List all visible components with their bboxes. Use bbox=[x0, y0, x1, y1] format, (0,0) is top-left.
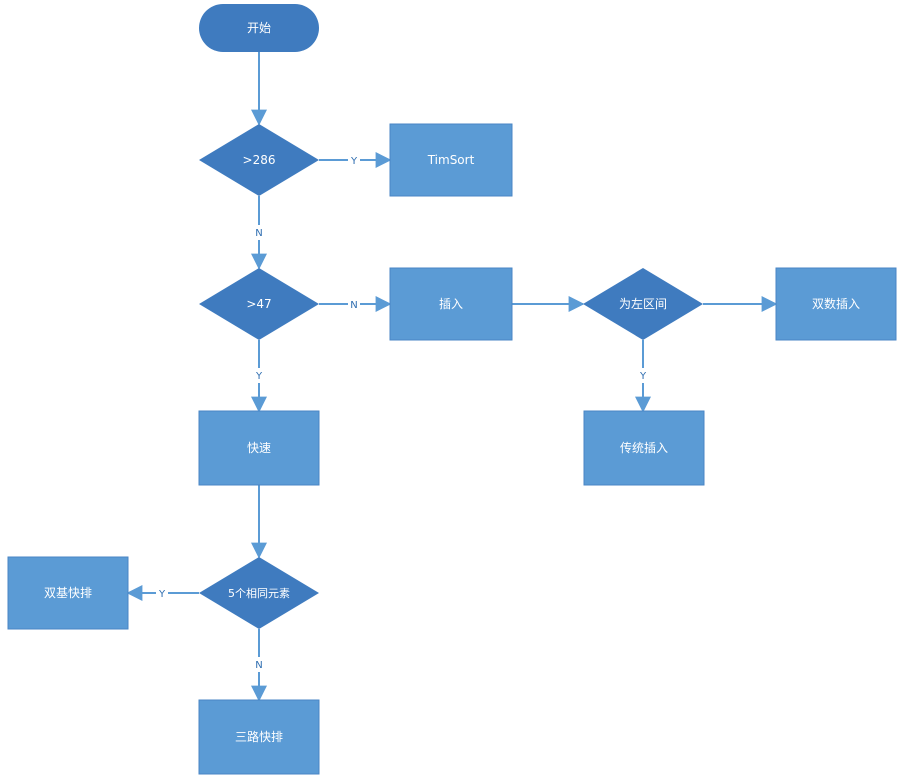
edges bbox=[126, 52, 778, 702]
decision-286-label: >286 bbox=[243, 153, 276, 167]
timsort-label: TimSort bbox=[427, 153, 475, 167]
decision-47: >47 bbox=[199, 268, 319, 340]
nodes: 开始 >286 TimSort >47 插入 为左区间 bbox=[7, 4, 897, 775]
three-way-label: 三路快排 bbox=[235, 729, 283, 744]
pair-insertion-node: 双数插入 bbox=[775, 267, 897, 341]
edge-label-five-equal-n: N bbox=[255, 660, 262, 671]
insertion-node: 插入 bbox=[389, 267, 513, 341]
start-node: 开始 bbox=[199, 4, 319, 52]
traditional-insertion-node: 传统插入 bbox=[583, 410, 705, 486]
edge-label-left-interval-y: Y bbox=[639, 371, 647, 382]
pair-insertion-label: 双数插入 bbox=[812, 296, 860, 311]
decision-47-label: >47 bbox=[246, 297, 271, 311]
decision-left-interval-label: 为左区间 bbox=[619, 296, 667, 311]
edge-label-cond286-n: N bbox=[255, 228, 262, 239]
three-way-node: 三路快排 bbox=[198, 699, 320, 775]
traditional-insertion-label: 传统插入 bbox=[620, 440, 668, 455]
insertion-label: 插入 bbox=[439, 297, 463, 311]
edge-labels: Y N N Y Y Y N bbox=[156, 152, 649, 672]
quick-label: 快速 bbox=[247, 441, 271, 455]
start-label: 开始 bbox=[247, 21, 271, 35]
edge-label-cond47-y: Y bbox=[255, 371, 263, 382]
edge-label-cond286-y: Y bbox=[350, 156, 358, 167]
decision-left-interval: 为左区间 bbox=[583, 268, 703, 340]
decision-five-equal-label: 5个相同元素 bbox=[228, 587, 290, 600]
decision-five-equal: 5个相同元素 bbox=[199, 557, 319, 629]
timsort-node: TimSort bbox=[389, 123, 513, 197]
edge-label-five-equal-y: Y bbox=[158, 589, 166, 600]
dual-pivot-label: 双基快排 bbox=[44, 586, 92, 600]
dual-pivot-node: 双基快排 bbox=[7, 556, 129, 630]
edge-label-cond47-n: N bbox=[350, 300, 357, 311]
quick-node: 快速 bbox=[198, 410, 320, 486]
decision-286: >286 bbox=[199, 124, 319, 196]
